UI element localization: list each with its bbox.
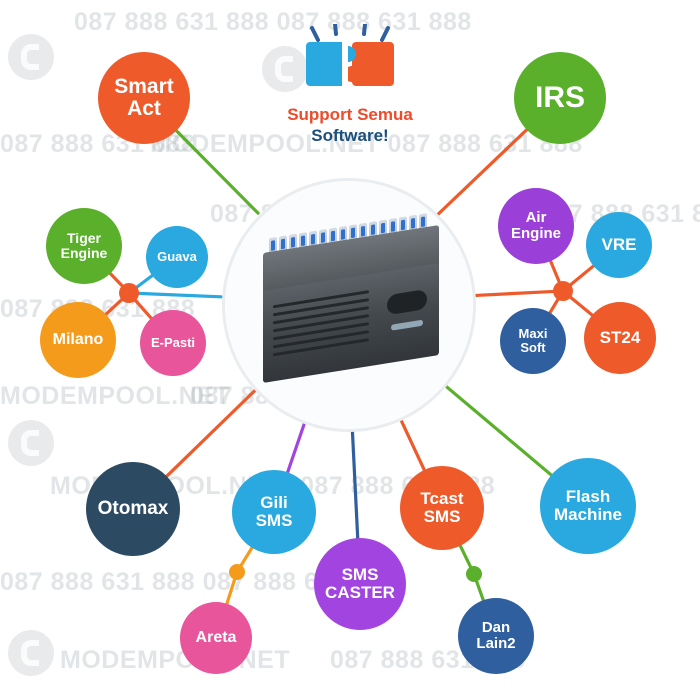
node-otomax[interactable]: Otomax bbox=[86, 462, 180, 556]
wire-hub-smscaster bbox=[350, 425, 360, 541]
node-label-milano: Milano bbox=[52, 330, 104, 348]
node-e-pasti[interactable]: E-Pasti bbox=[140, 310, 206, 376]
wire-left-epasti bbox=[133, 298, 154, 321]
node-label-vre: VRE bbox=[601, 235, 637, 255]
wire-hub-flash bbox=[439, 380, 554, 478]
wire-right-air bbox=[548, 258, 562, 285]
wire-gili-areta bbox=[239, 545, 255, 568]
wire-hub-tcast bbox=[397, 413, 427, 473]
wire-hub-irs bbox=[434, 127, 530, 218]
wire-right-maxi bbox=[547, 297, 560, 316]
node-label-guava: Guava bbox=[157, 249, 197, 265]
node-label-irs: IRS bbox=[534, 81, 585, 115]
wire-tcast-danlain bbox=[474, 578, 486, 603]
node-st24[interactable]: ST24 bbox=[584, 302, 656, 374]
node-label-st24: ST24 bbox=[599, 328, 641, 348]
wire-left-guava bbox=[134, 273, 155, 290]
modem-indicator bbox=[391, 319, 423, 331]
modem-fan-port bbox=[387, 288, 427, 316]
wire-gili-areta bbox=[225, 577, 237, 607]
wire-left-milano bbox=[103, 297, 124, 317]
wire-left-tiger bbox=[107, 271, 125, 289]
dot-dan-lain2 bbox=[466, 566, 482, 582]
node-milano[interactable]: Milano bbox=[40, 302, 116, 378]
wire-hub-gili bbox=[285, 418, 308, 475]
node-label-e-pasti: E-Pasti bbox=[150, 335, 196, 351]
center-hub bbox=[222, 178, 476, 432]
node-label-otomax: Otomax bbox=[97, 498, 169, 520]
node-areta[interactable]: Areta bbox=[180, 602, 252, 674]
page-title: Support Semua Software! bbox=[250, 104, 450, 147]
dot-areta bbox=[229, 564, 245, 580]
wire-tcast-danlain bbox=[458, 543, 473, 570]
wire-hub-left-junction bbox=[136, 291, 223, 299]
title-line-1: Support Semua bbox=[287, 105, 413, 124]
node-label-areta: Areta bbox=[195, 628, 237, 646]
dot-left-hub bbox=[119, 283, 139, 303]
wire-hub-right-junction bbox=[469, 289, 556, 298]
wire-hub-otomax bbox=[164, 387, 258, 479]
wire-right-vre bbox=[568, 263, 596, 287]
dot-right-hub bbox=[553, 281, 573, 301]
title-line-2: Software! bbox=[311, 126, 389, 146]
puzzle-piece-logo bbox=[290, 22, 410, 94]
node-irs[interactable]: IRS bbox=[514, 52, 606, 144]
wire-hub-smart-act bbox=[174, 128, 260, 215]
node-vre[interactable]: VRE bbox=[586, 212, 652, 278]
node-guava[interactable]: Guava bbox=[146, 226, 208, 288]
wire-right-st24 bbox=[568, 295, 595, 318]
